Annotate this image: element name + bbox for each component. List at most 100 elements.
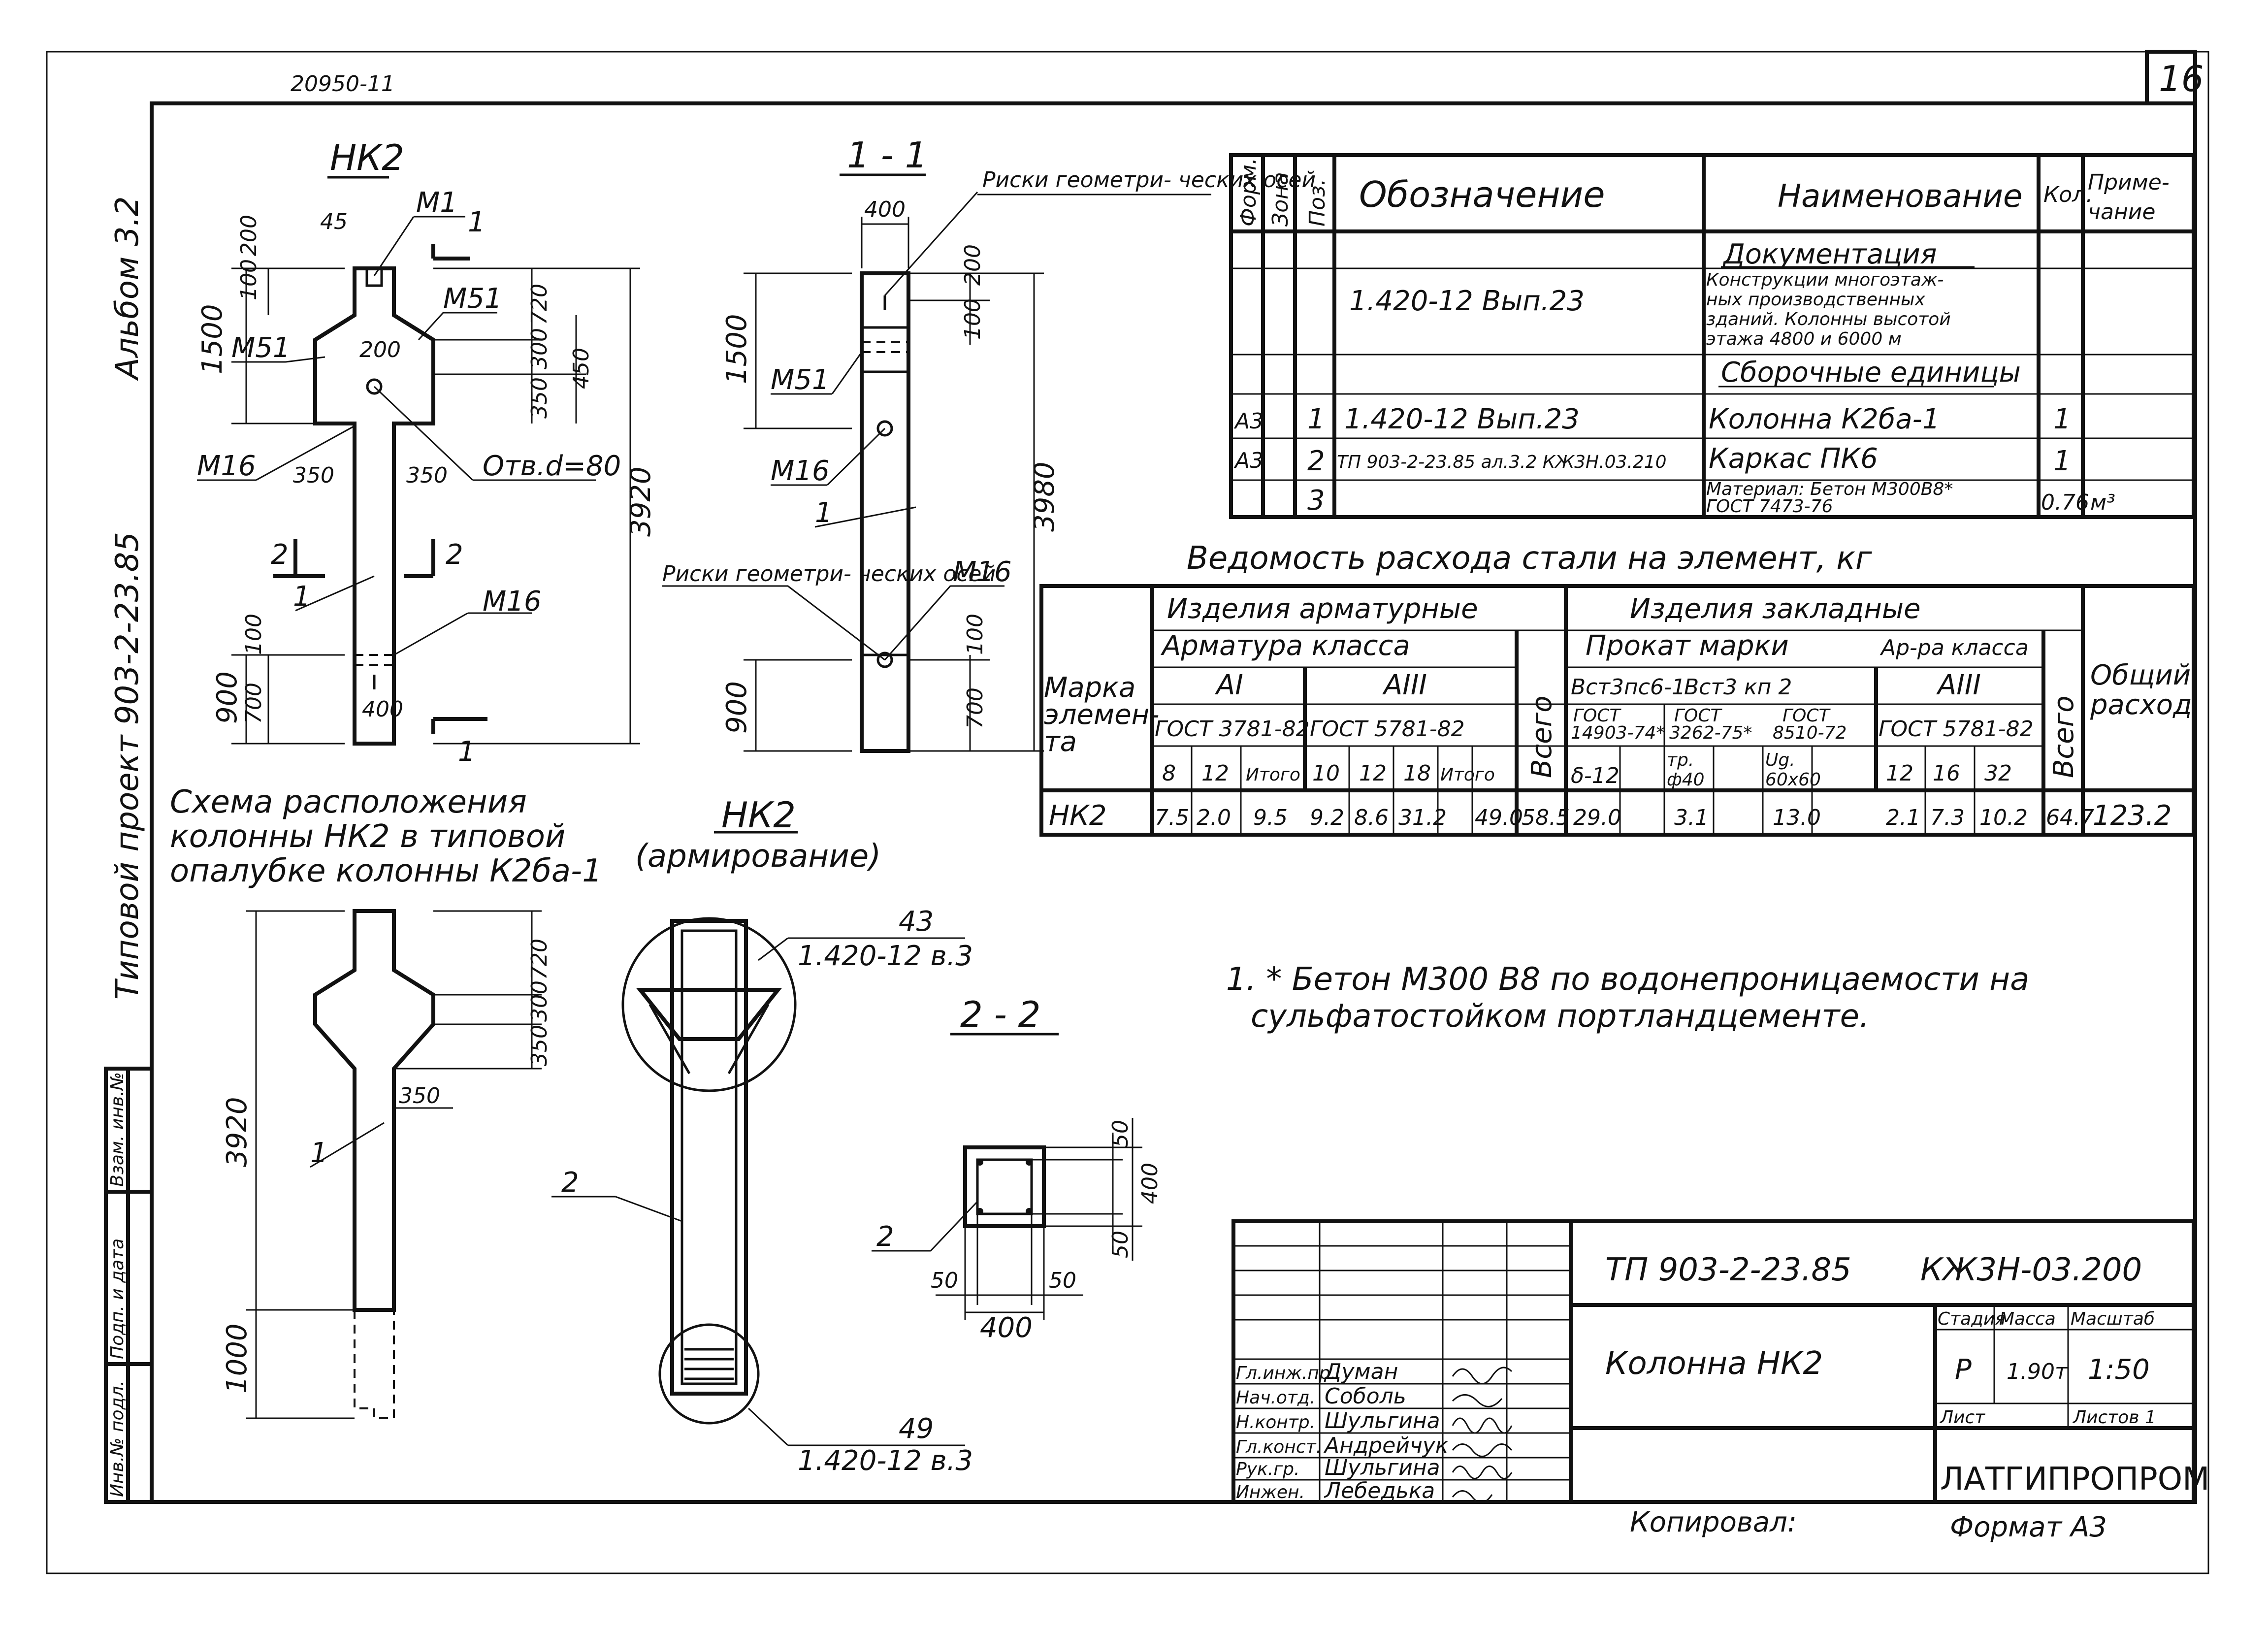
svg-text:Всего: Всего — [1526, 696, 1558, 778]
svg-text:Документация: Документация — [1722, 238, 1937, 270]
svg-text:900: 900 — [721, 681, 753, 734]
svg-text:Зона: Зона — [1268, 172, 1293, 227]
svg-text:2: 2 — [561, 1167, 579, 1199]
svg-text:300: 300 — [527, 328, 552, 369]
svg-text:720: 720 — [527, 939, 552, 980]
sheet-number: 16 — [2159, 58, 2204, 99]
spec-table: Форм. Зона Поз. Обозначение Наименование… — [1229, 153, 2196, 519]
svg-text:900: 900 — [211, 671, 243, 724]
side-stamp-replace: Взам. инв.№ — [107, 1072, 128, 1187]
scheme-title-3: опалубке колонны К2ба-1 — [170, 853, 602, 889]
svg-text:13.0: 13.0 — [1773, 805, 1821, 830]
svg-text:Стадия: Стадия — [1938, 1309, 2006, 1329]
detail-circle-top — [621, 917, 797, 1092]
svg-text:АIII: АIII — [1936, 669, 1981, 701]
note-line-2: сульфатостойком портландцементе. — [1251, 998, 1869, 1035]
project-label: Типовой проект 903-2-23.85 — [109, 532, 146, 1000]
note-line-1: 1. * Бетон М300 В8 по водонепроницаемост… — [1226, 961, 2029, 998]
svg-text:Всего: Всего — [2048, 696, 2080, 778]
svg-text:1: 1 — [2053, 445, 2071, 477]
sec22-title: 2 - 2 — [960, 994, 1040, 1035]
svg-text:2.0: 2.0 — [1197, 805, 1231, 830]
svg-text:8: 8 — [1162, 761, 1176, 786]
svg-text:м³: м³ — [2090, 490, 2115, 515]
svg-text:7.3: 7.3 — [1930, 805, 1965, 830]
svg-text:12: 12 — [1359, 761, 1387, 786]
svg-text:100: 100 — [236, 259, 261, 300]
svg-text:Н.контр.: Н.контр. — [1236, 1412, 1315, 1433]
svg-text:ТП 903-2-23.85: ТП 903-2-23.85 — [1605, 1252, 1851, 1288]
svg-text:350: 350 — [399, 1083, 440, 1108]
svg-text:50: 50 — [1049, 1268, 1076, 1293]
svg-text:Прокат марки: Прокат марки — [1586, 630, 1789, 662]
svg-text:Нач.отд.: Нач.отд. — [1236, 1388, 1315, 1408]
title-block: ТП 903-2-23.85 КЖ3Н-03.200 Колонна НК2 С… — [1231, 1219, 2209, 1504]
svg-text:элемен-: элемен- — [1044, 699, 1160, 731]
svg-text:М51: М51 — [443, 283, 502, 315]
svg-text:Масса: Масса — [1999, 1309, 2056, 1329]
svg-text:1: 1 — [468, 206, 486, 238]
svg-text:3262-75*: 3262-75* — [1669, 723, 1752, 743]
detail-circle-bottom — [658, 1323, 760, 1425]
sec11-title: 1 - 1 — [847, 134, 927, 176]
svg-text:3: 3 — [1307, 485, 1325, 517]
svg-text:100: 100 — [960, 298, 985, 340]
svg-text:400: 400 — [980, 1312, 1033, 1344]
copied-label: Копировал: — [1630, 1506, 1797, 1538]
svg-text:М16: М16 — [771, 455, 830, 487]
svg-text:Итого: Итого — [1440, 765, 1495, 785]
svg-text:49: 49 — [899, 1413, 934, 1445]
svg-text:31.2: 31.2 — [1398, 805, 1447, 830]
svg-text:Каркас ПК6: Каркас ПК6 — [1709, 443, 1878, 475]
reinf-title: НК2 — [721, 794, 796, 836]
sec22-outline — [963, 1145, 1046, 1228]
sheet-number-box — [2145, 50, 2197, 105]
svg-text:АIII: АIII — [1382, 669, 1427, 701]
svg-text:60х60: 60х60 — [1765, 770, 1821, 790]
svg-text:700: 700 — [963, 687, 988, 729]
svg-text:ГОСТ: ГОСТ — [1674, 706, 1723, 726]
format-label: Формат А3 — [1950, 1511, 2107, 1543]
svg-text:Изделия закладные: Изделия закладные — [1630, 593, 1921, 625]
side-stamp-inv: Инв.№ подл. — [107, 1380, 128, 1497]
svg-text:ТП 903-2-23.85 ал.3.2 КЖ3Н.03.: ТП 903-2-23.85 ал.3.2 КЖ3Н.03.210 — [1337, 452, 1667, 472]
svg-text:16: 16 — [1933, 761, 1960, 786]
svg-text:300: 300 — [527, 980, 552, 1022]
svg-text:45: 45 — [320, 209, 348, 234]
svg-text:1: 1 — [310, 1137, 328, 1169]
view-scheme: Схема расположения колонны НК2 в типовой… — [170, 784, 602, 1419]
svg-text:Лист: Лист — [1939, 1407, 1985, 1428]
svg-text:29.0: 29.0 — [1573, 805, 1621, 830]
svg-text:ГОСТ 7473-76: ГОСТ 7473-76 — [1706, 496, 1833, 517]
svg-text:Р: Р — [1955, 1354, 1972, 1386]
svg-text:А3: А3 — [1233, 448, 1264, 473]
svg-text:58.5: 58.5 — [1522, 805, 1570, 830]
svg-text:350: 350 — [293, 463, 334, 488]
svg-text:18: 18 — [1403, 761, 1431, 786]
svg-text:1.420-12 Вып.23: 1.420-12 Вып.23 — [1349, 285, 1585, 317]
svg-text:Соболь: Соболь — [1325, 1384, 1406, 1409]
scheme-outline — [313, 909, 435, 1312]
svg-text:Риски геометри- ческих осей: Риски геометри- ческих осей — [982, 167, 1316, 193]
svg-text:расход: расход — [2090, 689, 2192, 721]
view-reinforcement: НК2 (армирование) 43 1.420-12 в.3 49 1.4… — [551, 794, 973, 1477]
svg-text:Обозначение: Обозначение — [1359, 174, 1605, 215]
svg-text:Лебедька: Лебедька — [1324, 1478, 1435, 1503]
svg-text:Колонна К2ба-1: Колонна К2ба-1 — [1709, 403, 1940, 435]
scheme-title-1: Схема расположения — [170, 784, 527, 820]
svg-text:Марка: Марка — [1044, 672, 1135, 704]
svg-text:123.2: 123.2 — [2093, 800, 2171, 832]
svg-text:43: 43 — [899, 906, 934, 938]
svg-text:Ар-ра класса: Ар-ра класса — [1879, 635, 2029, 660]
svg-text:1.420-12 Вып.23: 1.420-12 Вып.23 — [1344, 403, 1580, 435]
svg-text:10.2: 10.2 — [1979, 805, 2028, 830]
svg-text:8.6: 8.6 — [1354, 805, 1389, 830]
svg-text:50: 50 — [1108, 1231, 1133, 1258]
svg-text:700: 700 — [241, 683, 266, 724]
view-section-1-1: 1 - 1 400 1500 900 3980 200 100 100 — [662, 134, 1316, 753]
svg-text:1000: 1000 — [221, 1323, 253, 1394]
svg-text:ГОСТ 5781-82: ГОСТ 5781-82 — [1879, 717, 2034, 742]
svg-text:350: 350 — [527, 1025, 552, 1066]
svg-text:350: 350 — [406, 463, 448, 488]
